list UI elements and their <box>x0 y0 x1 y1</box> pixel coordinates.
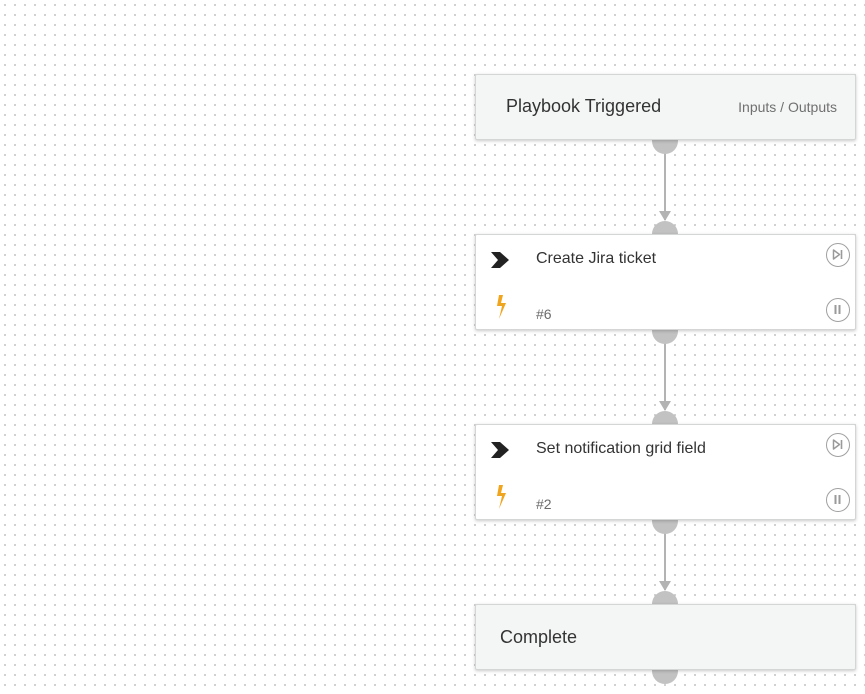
task-title: Create Jira ticket <box>536 250 657 267</box>
end-node[interactable]: Complete <box>475 604 856 670</box>
connector-arrow-1 <box>659 211 671 221</box>
end-node-title: Complete <box>500 627 578 647</box>
lightning-bolt-icon <box>497 485 506 509</box>
task-title: Set notification grid field <box>536 440 706 457</box>
lightning-bolt-icon <box>497 295 506 319</box>
pause-task-button[interactable] <box>826 298 850 322</box>
skip-task-button[interactable] <box>826 433 850 457</box>
chevron-right-icon <box>491 442 509 458</box>
start-node[interactable]: Playbook Triggered Inputs / Outputs <box>475 74 856 140</box>
chevron-right-icon <box>491 252 509 268</box>
connector-arrow-2 <box>659 401 671 411</box>
pause-task-button[interactable] <box>826 488 850 512</box>
task-id: #6 <box>536 306 552 322</box>
task-node[interactable]: Set notification grid field #2 <box>475 424 856 520</box>
connector-arrow-3 <box>659 581 671 591</box>
pause-icon <box>834 305 841 314</box>
skip-forward-icon <box>832 249 843 260</box>
skip-task-button[interactable] <box>826 243 850 267</box>
task-id: #2 <box>536 496 552 512</box>
skip-forward-icon <box>832 439 843 450</box>
start-node-title: Playbook Triggered <box>506 96 662 116</box>
task-node[interactable]: Create Jira ticket #6 <box>475 234 856 330</box>
inputs-outputs-link[interactable]: Inputs / Outputs <box>738 99 837 115</box>
pause-icon <box>834 495 841 504</box>
